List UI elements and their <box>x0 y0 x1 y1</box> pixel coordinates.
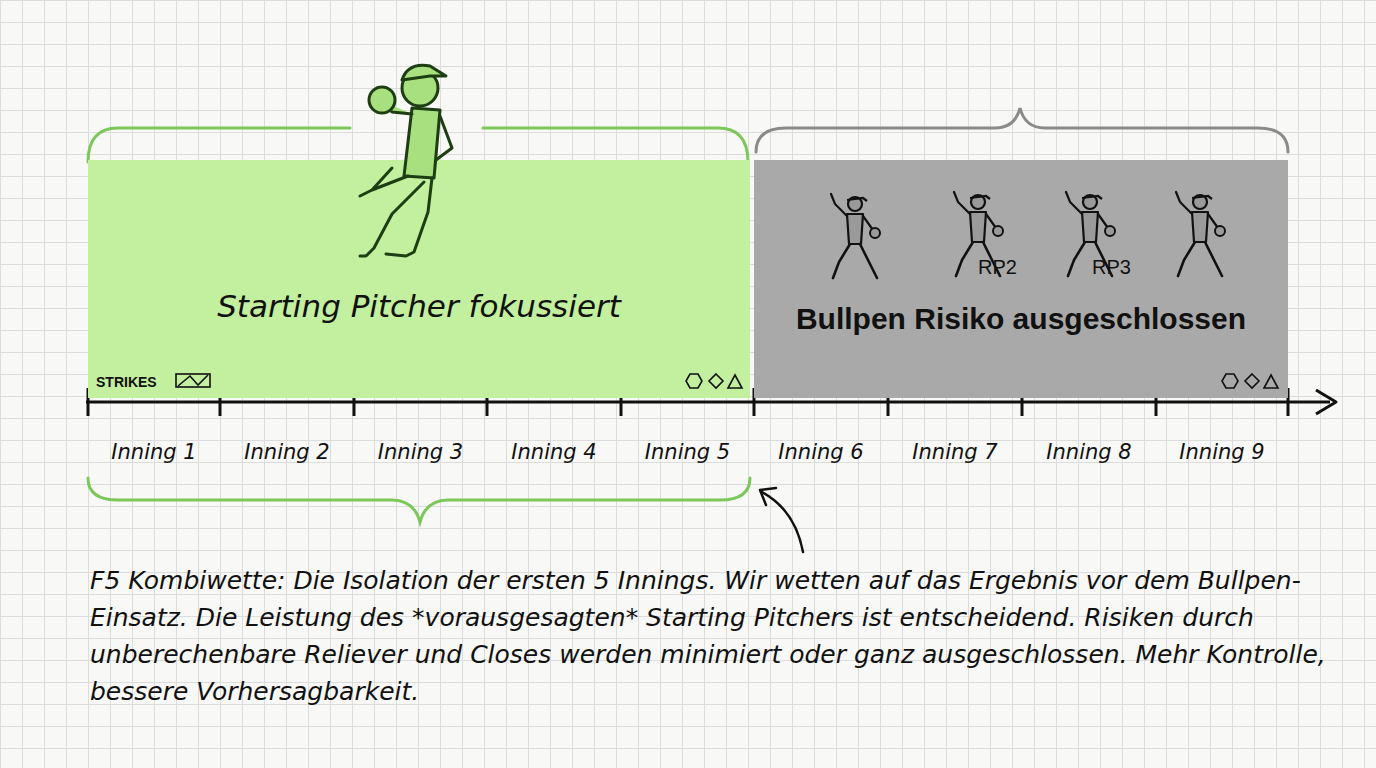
strikes-label: STRIKES <box>96 374 157 390</box>
inning-label: Inning 7 <box>912 440 997 464</box>
timeline-axis <box>86 401 1330 404</box>
inning-label: Inning 3 <box>378 440 463 464</box>
band-title: Starting Pitcher fokussiert <box>88 288 750 324</box>
inning-label: Inning 1 <box>111 440 196 464</box>
reliever-figure <box>831 194 880 278</box>
reliever-label: RP3 <box>1092 256 1131 279</box>
starting-pitcher-figure <box>360 65 452 256</box>
starter-band: Starting Pitcher fokussiert <box>88 160 750 398</box>
reliever-figure <box>1176 192 1225 276</box>
green-bracket <box>88 128 748 162</box>
grey-bracket <box>756 108 1288 152</box>
inning-label: Inning 4 <box>511 440 596 464</box>
reliever-label: RP2 <box>978 256 1017 279</box>
shape-symbols <box>686 374 1278 388</box>
axis-arrowhead <box>1316 390 1336 414</box>
inning-label: Inning 2 <box>244 440 329 464</box>
inning-label: Inning 8 <box>1046 440 1131 464</box>
inning-label: Inning 5 <box>645 440 730 464</box>
pointer-arrowhead <box>760 488 776 505</box>
green-bracket <box>88 478 750 522</box>
strikes-icon <box>176 374 210 387</box>
caption-text: F5 Kombiwette: Die Isolation der ersten … <box>90 562 1340 710</box>
band-title: Bullpen Risiko ausgeschlossen <box>754 302 1288 336</box>
inning-label: Inning 9 <box>1179 440 1264 464</box>
inning-label: Inning 6 <box>778 440 863 464</box>
bullpen-band: Bullpen Risiko ausgeschlossen <box>754 160 1288 398</box>
pointer-arrow <box>762 492 803 552</box>
